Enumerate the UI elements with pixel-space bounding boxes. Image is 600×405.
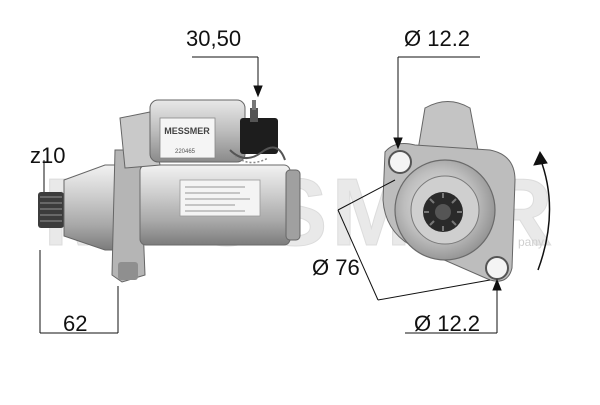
- flange-distance-label: 62: [63, 311, 88, 336]
- teeth-count-label: z10: [30, 143, 66, 168]
- hole-diameter-top-label: Ø 12.2: [404, 26, 471, 51]
- dimension-lines: [39, 56, 551, 334]
- hole-diameter-bottom-label: Ø 12.2: [414, 311, 481, 336]
- watermark-suffix: pany: [518, 235, 544, 249]
- solenoid-brand-label: MESSMER: [164, 126, 210, 136]
- starter-front-view: [382, 101, 516, 282]
- bolt-circle-diameter-label: Ø 76: [312, 255, 360, 280]
- length-dimension-label: 30,50: [186, 26, 242, 51]
- solenoid-part-number: 220465: [175, 149, 196, 155]
- starter-side-view: MESSMER 220465: [38, 99, 301, 283]
